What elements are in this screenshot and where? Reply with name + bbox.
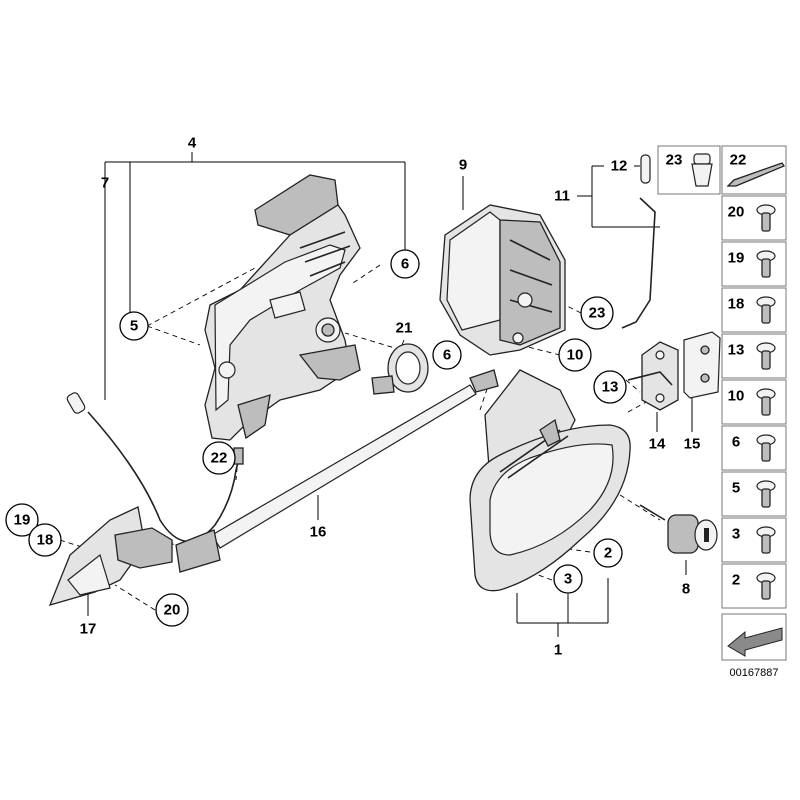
- callout-5: 5: [130, 318, 138, 335]
- callout-6-lower: 6: [443, 347, 451, 364]
- clip-icon: [756, 296, 776, 324]
- sidebar-cell-2: [721, 563, 787, 609]
- forward-arrow-icon: [727, 627, 783, 657]
- sidebar-cell-10: [721, 379, 787, 425]
- callout-13: 13: [602, 379, 619, 396]
- sidebar-cell-6: [721, 425, 787, 471]
- sidebar-label-19: 19: [728, 250, 745, 267]
- callout-10: 10: [567, 347, 584, 364]
- sidebar-cell-3: [721, 517, 787, 563]
- sidebar-cell-18: [721, 287, 787, 333]
- expanding-rivet-icon: [691, 153, 713, 187]
- callout-8: 8: [682, 581, 690, 598]
- plug-cap-icon: [756, 250, 776, 278]
- leader-lines: [59, 152, 693, 637]
- callout-18: 18: [37, 532, 54, 549]
- sidebar-label-2: 2: [732, 572, 740, 589]
- sidebar-label-5: 5: [732, 480, 740, 497]
- parts-sidebar: 23 22 20 19 18 13 10 6 5 3 2 00167887: [657, 145, 787, 679]
- screw-icon: [756, 388, 776, 416]
- lock-rod: [621, 154, 656, 329]
- sidebar-cell-5: [721, 471, 787, 517]
- callout-22: 22: [211, 450, 228, 467]
- callout-12: 12: [611, 158, 628, 175]
- callout-2: 2: [604, 545, 612, 562]
- sidebar-label-10: 10: [728, 388, 745, 405]
- callout-9: 9: [459, 157, 467, 174]
- sidebar-label-3: 3: [732, 526, 740, 543]
- expansion-plug-icon: [756, 526, 776, 554]
- callout-16: 16: [310, 524, 327, 541]
- sidebar-label-23: 23: [666, 152, 683, 169]
- long-rod: [175, 369, 499, 573]
- callout-11: 11: [554, 188, 570, 205]
- sidebar-cell-13: [721, 333, 787, 379]
- sidebar-cell-19: [721, 241, 787, 287]
- callout-17: 17: [80, 621, 97, 638]
- callout-7: 7: [101, 175, 109, 192]
- sidebar-label-18: 18: [728, 296, 745, 313]
- door-handle-carrier: [204, 174, 361, 441]
- callout-1: 1: [554, 642, 562, 659]
- outer-door-handle: [469, 369, 631, 592]
- callout-23: 23: [589, 305, 606, 322]
- sidebar-label-13: 13: [728, 342, 745, 359]
- callout-14: 14: [649, 436, 666, 453]
- callout-15: 15: [684, 436, 701, 453]
- callout-3: 3: [564, 571, 572, 588]
- bowden-cable: [66, 392, 244, 543]
- expansion-rivet-icon: [756, 572, 776, 600]
- callout-19: 19: [14, 512, 31, 529]
- callout-21: 21: [396, 320, 413, 337]
- callout-4: 4: [188, 135, 197, 152]
- callout-20: 20: [164, 602, 181, 619]
- ring-clip: [371, 343, 429, 395]
- screw-icon: [756, 342, 776, 370]
- sidebar-label-6: 6: [732, 434, 740, 451]
- striker-plate: [627, 331, 721, 411]
- end-cap: [48, 506, 173, 606]
- sidebar-cell-20: [721, 195, 787, 241]
- cable-tie-icon: [726, 162, 785, 187]
- image-code: 00167887: [730, 667, 779, 679]
- callouts: 4 7 9 11 12 16 14 15 8 1 17 5 6 21 6 23 …: [5, 135, 701, 659]
- sidebar-label-20: 20: [728, 204, 745, 221]
- bolt-icon: [756, 480, 776, 508]
- screw-icon: [756, 434, 776, 462]
- spring-nut-icon: [756, 204, 776, 232]
- callout-6-upper: 6: [401, 256, 409, 273]
- sidebar-label-22: 22: [730, 152, 747, 169]
- door-lock-housing: [439, 204, 566, 356]
- lock-cylinder: [639, 504, 718, 554]
